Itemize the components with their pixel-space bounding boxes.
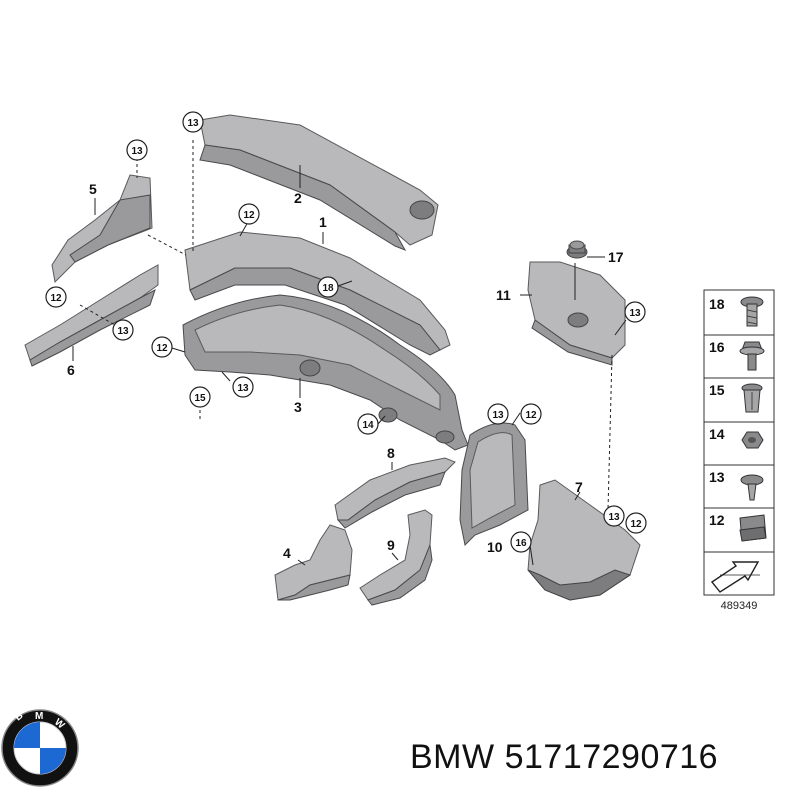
circled-callout: 12 <box>238 203 260 225</box>
brand-name: BMW <box>410 738 495 776</box>
part-3-wheel-arch-liner <box>182 294 469 451</box>
circled-callout-label: 12 <box>156 343 168 354</box>
bolt-icon <box>740 296 764 327</box>
part-10-mudguard <box>459 422 529 547</box>
part-5-side-panel <box>51 174 153 284</box>
callout-part-2: 2 <box>294 190 302 206</box>
direction-arrow-icon <box>710 561 760 593</box>
svg-text:M: M <box>35 711 43 722</box>
circled-callout-label: 12 <box>243 210 255 221</box>
circled-callout-label: 13 <box>492 410 504 421</box>
part-6-lower-panel <box>24 264 159 367</box>
callout-part-11: 11 <box>496 287 511 303</box>
part-17-grommet <box>566 240 588 259</box>
circled-callout-label: 12 <box>630 519 642 530</box>
legend-number: 18 <box>709 296 725 312</box>
legend-number: 13 <box>709 469 725 485</box>
circled-callout: 12 <box>625 512 647 534</box>
circled-callout-label: 13 <box>629 308 641 319</box>
callout-part-3: 3 <box>294 399 302 415</box>
circled-callout-label: 13 <box>237 383 249 394</box>
bmw-logo: B M W <box>1 709 79 787</box>
legend-number: 12 <box>709 512 725 528</box>
diagram-ref-code: 489349 <box>721 600 758 612</box>
circled-callout-label: 13 <box>187 118 199 129</box>
circled-callout: 16 <box>510 531 532 553</box>
circled-callout: 15 <box>189 386 211 408</box>
fastener-legend: 18 16 15 14 13 12 <box>703 289 775 596</box>
part-2-cross-member <box>199 114 439 251</box>
part-number: 51717290716 <box>504 738 719 776</box>
callout-part-7: 7 <box>575 479 583 495</box>
circled-callout-label: 12 <box>50 293 62 304</box>
circled-callout: 13 <box>232 376 254 398</box>
circled-callout: 18 <box>317 276 339 298</box>
part-8-brace <box>334 457 456 529</box>
circled-callout: 13 <box>487 403 509 425</box>
circled-callout-label: 16 <box>515 538 527 549</box>
circled-callout: 12 <box>520 403 542 425</box>
circled-callout-label: 13 <box>131 146 143 157</box>
callout-part-8: 8 <box>387 445 395 461</box>
callout-part-1: 1 <box>319 214 327 230</box>
callout-part-17: 17 <box>608 249 624 265</box>
leader-lines <box>72 140 627 566</box>
part-11-bracket <box>527 261 626 366</box>
legend-number: 14 <box>709 426 725 442</box>
flange-screw-icon <box>739 341 765 371</box>
callout-part-5: 5 <box>89 181 97 197</box>
spring-nut-icon <box>739 514 767 542</box>
part-4-bracket <box>274 524 353 601</box>
callout-part-4: 4 <box>283 545 291 561</box>
circled-callout-label: 13 <box>117 326 129 337</box>
circled-callout: 13 <box>112 319 134 341</box>
circled-callout: 13 <box>126 139 148 161</box>
push-clip-icon <box>740 474 764 501</box>
hex-nut-icon <box>741 431 764 449</box>
part-1-support-bar <box>184 231 451 356</box>
circled-callout: 13 <box>182 111 204 133</box>
legend-number: 16 <box>709 339 725 355</box>
callout-part-10: 10 <box>487 539 503 555</box>
circled-callout: 13 <box>624 301 646 323</box>
part-7-lower-bracket <box>527 479 641 601</box>
circled-callout-label: 18 <box>322 283 334 294</box>
circled-callout-label: 12 <box>525 410 537 421</box>
part-9-brace <box>359 509 433 606</box>
expansion-rivet-icon <box>741 383 763 413</box>
circled-callout-label: 14 <box>362 420 374 431</box>
circled-callout-label: 13 <box>608 512 620 523</box>
circled-callout-label: 15 <box>194 393 206 404</box>
circled-callout: 12 <box>45 286 67 308</box>
circled-callout: 14 <box>357 413 379 435</box>
callout-part-6: 6 <box>67 362 75 378</box>
legend-number: 15 <box>709 382 725 398</box>
circled-callout: 12 <box>151 336 173 358</box>
circled-callout: 13 <box>603 505 625 527</box>
callout-part-9: 9 <box>387 537 395 553</box>
